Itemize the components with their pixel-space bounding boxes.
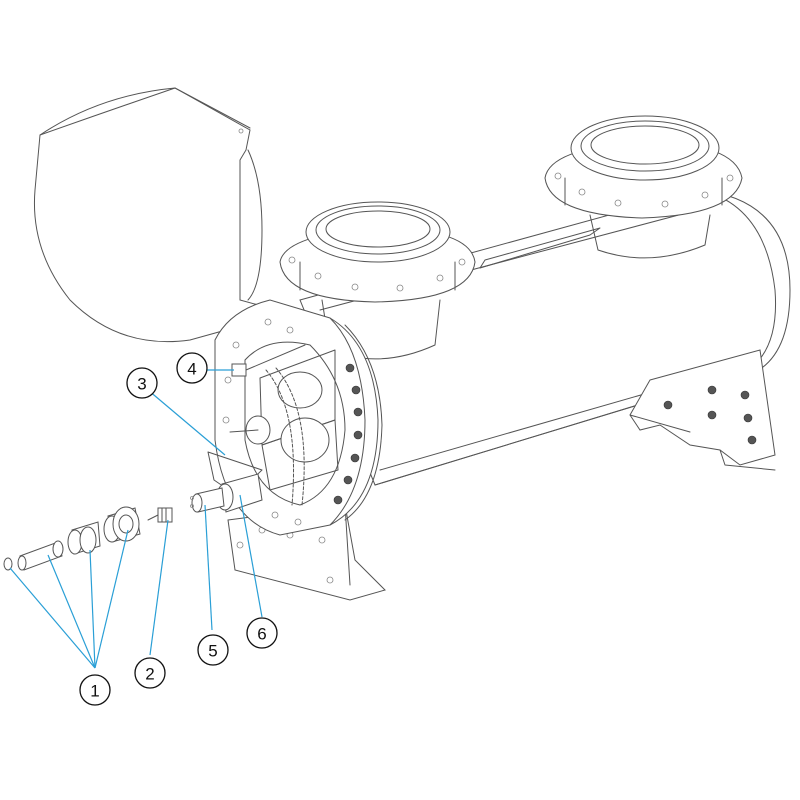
left-foot-bolts bbox=[236, 526, 334, 584]
callout-1: 1 bbox=[79, 674, 111, 706]
callout-number: 5 bbox=[208, 642, 217, 661]
callout-number: 6 bbox=[257, 625, 266, 644]
callout-6: 6 bbox=[246, 617, 278, 649]
cable-connector-part-2 bbox=[147, 507, 173, 523]
right-support-foot bbox=[629, 349, 776, 471]
callout-circle bbox=[197, 634, 229, 666]
callout-number: 4 bbox=[187, 360, 196, 379]
flange-right-bolts bbox=[554, 172, 734, 208]
lamp-connector-part-5 bbox=[190, 487, 225, 513]
flange-left-bolts bbox=[288, 256, 466, 292]
callout-3: 3 bbox=[126, 367, 158, 399]
callout-labels: 1 2 3 4 5 6 bbox=[79, 352, 278, 706]
sleeve-nut-set-part-1 bbox=[3, 506, 141, 571]
callout-circle bbox=[126, 367, 158, 399]
flange-left bbox=[279, 201, 476, 360]
leader-lines bbox=[9, 369, 263, 669]
callout-2: 2 bbox=[134, 657, 166, 689]
end-flange-bolts bbox=[222, 318, 363, 526]
right-foot-bolts bbox=[663, 385, 757, 445]
callout-number: 3 bbox=[137, 375, 146, 394]
callout-circle bbox=[246, 617, 278, 649]
callout-circle bbox=[176, 352, 208, 384]
callout-4: 4 bbox=[176, 352, 208, 384]
flange-right bbox=[544, 115, 743, 259]
callout-number: 1 bbox=[90, 682, 99, 701]
callout-number: 2 bbox=[145, 665, 154, 684]
callout-circle bbox=[79, 674, 111, 706]
lamp-cover bbox=[33, 87, 263, 343]
callout-circle bbox=[134, 657, 166, 689]
callout-5: 5 bbox=[197, 634, 229, 666]
